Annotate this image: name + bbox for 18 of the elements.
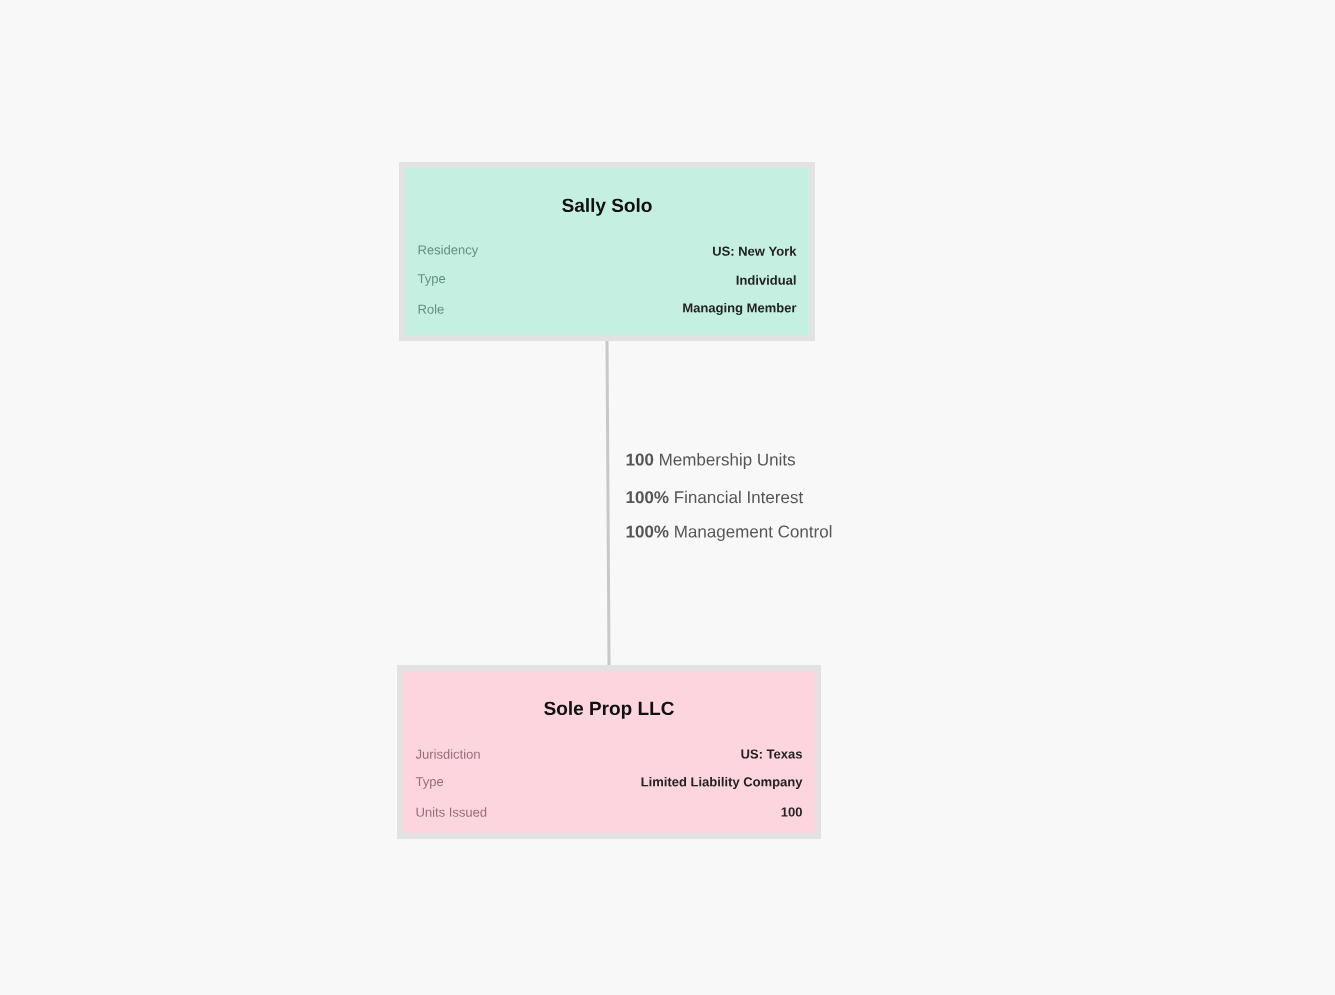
field-value: US: New York xyxy=(713,246,797,256)
field-value: Managing Member xyxy=(683,302,797,316)
field-label: Units Issued xyxy=(416,807,487,817)
ownership-note: 100 Membership Units xyxy=(626,453,795,469)
ownership-note: 100% Financial Interest xyxy=(626,490,804,504)
field-value: 100 xyxy=(781,807,802,817)
field-label: Residency xyxy=(418,244,479,258)
entity-name: Sole Prop LLC xyxy=(544,701,674,719)
ownership-note: 100% Management Control xyxy=(626,525,832,541)
field-value: Limited Liability Company xyxy=(641,776,803,790)
field-label: Jurisdiction xyxy=(415,749,480,759)
entity-name: Sally Solo xyxy=(562,198,652,216)
connector-line xyxy=(605,340,611,665)
field-label: Type xyxy=(415,777,444,789)
field-label: Type xyxy=(417,274,446,286)
field-value: Individual xyxy=(736,275,796,285)
field-value: US: Texas xyxy=(741,749,802,759)
field-label: Role xyxy=(418,304,444,314)
